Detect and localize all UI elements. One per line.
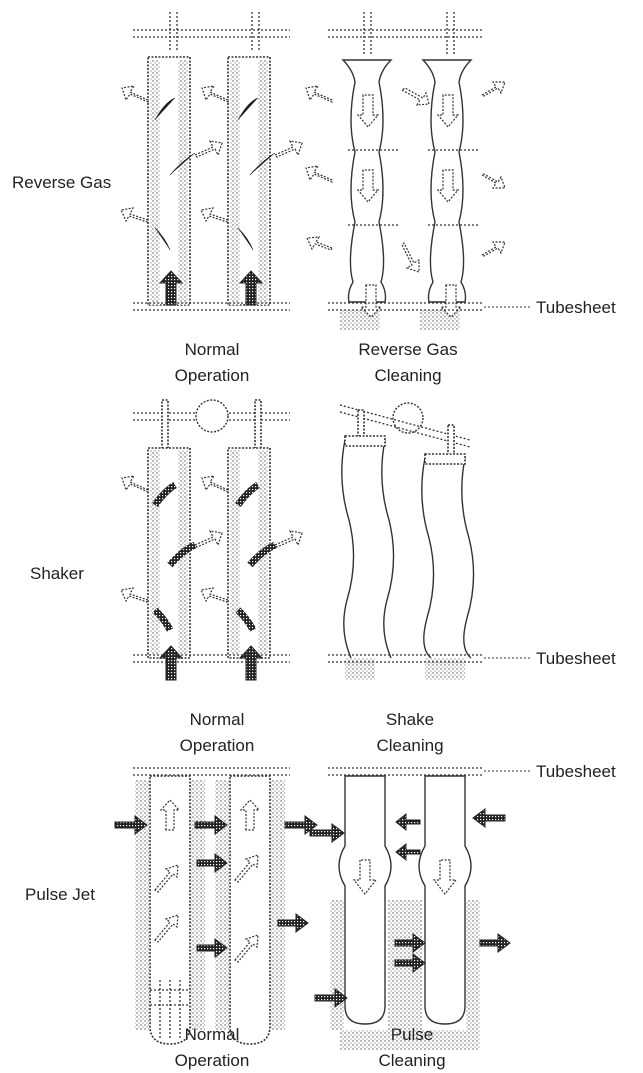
caption-normal-1a: Normal bbox=[185, 340, 240, 359]
caption-cleaning-2a: Shake bbox=[386, 710, 434, 729]
top-manifold-right bbox=[328, 12, 484, 55]
row-label-reverse-gas: Reverse Gas bbox=[12, 173, 111, 192]
tubesheet-callout: Tubesheet bbox=[536, 298, 616, 317]
hatched-arrow-icon bbox=[237, 97, 259, 121]
row-label-shaker: Shaker bbox=[30, 564, 84, 583]
row-shaker: Shaker bbox=[30, 399, 616, 755]
caption-cleaning-1b: Cleaning bbox=[374, 366, 441, 385]
hatched-arrow-icon bbox=[158, 270, 184, 306]
eccentric-wheel-icon bbox=[195, 399, 229, 433]
bag-pair-pulse-cleaning: Tubesheet bbox=[309, 762, 616, 1050]
open-arrow-icon bbox=[200, 207, 229, 223]
caption-normal-3a: Normal bbox=[185, 1025, 240, 1044]
row-label-pulse-jet: Pulse Jet bbox=[25, 885, 95, 904]
caption-cleaning-3a: Pulse bbox=[391, 1025, 434, 1044]
shaker-drive-right bbox=[339, 402, 471, 458]
open-arrow-icon bbox=[201, 85, 229, 103]
tubesheet-callout: Tubesheet bbox=[536, 762, 616, 781]
tubesheet-cleaning-2: Tubesheet bbox=[328, 649, 616, 668]
caption-cleaning-1a: Reverse Gas bbox=[358, 340, 457, 359]
bag-pair-collapsed-reverse-gas bbox=[305, 59, 506, 330]
open-arrow-icon bbox=[121, 85, 149, 103]
hatched-arrow-icon bbox=[238, 270, 264, 306]
hatched-arrow-icon bbox=[169, 152, 196, 176]
shaker-drive-left bbox=[133, 399, 290, 451]
open-arrows-normal-1 bbox=[120, 85, 303, 223]
hatched-arrow-icon bbox=[237, 227, 254, 251]
bag-pair-normal-shaker bbox=[120, 447, 303, 681]
bag-pair-normal-pulse bbox=[114, 775, 318, 1045]
open-arrow-icon bbox=[273, 140, 303, 158]
eccentric-wheel-icon bbox=[392, 402, 424, 434]
gas-flow-arrows-normal-1 bbox=[154, 97, 276, 306]
row-reverse-gas: Reverse Gas bbox=[12, 12, 616, 385]
hatched-arrow-icon bbox=[154, 97, 176, 121]
hatched-arrow-icon bbox=[249, 152, 276, 176]
caption-cleaning-3b: Cleaning bbox=[378, 1051, 445, 1070]
open-arrow-icon bbox=[120, 207, 149, 223]
caption-cleaning-2b: Cleaning bbox=[376, 736, 443, 755]
bag-pair-normal-reverse-gas bbox=[147, 56, 271, 306]
open-arrow-icon bbox=[193, 140, 223, 158]
caption-normal-3b: Operation bbox=[175, 1051, 250, 1070]
caption-normal-2a: Normal bbox=[190, 710, 245, 729]
bag-pair-shaking bbox=[341, 435, 475, 680]
top-manifold-left bbox=[133, 12, 290, 52]
tubesheet-cleaning-1: Tubesheet bbox=[328, 298, 616, 317]
tubesheet-callout: Tubesheet bbox=[536, 649, 616, 668]
row-pulse-jet: Pulse Jet bbox=[25, 762, 616, 1070]
caption-normal-1b: Operation bbox=[175, 366, 250, 385]
tubesheet-normal-3 bbox=[133, 767, 290, 776]
hatched-arrow-icon bbox=[154, 227, 171, 251]
caption-normal-2b: Operation bbox=[180, 736, 255, 755]
